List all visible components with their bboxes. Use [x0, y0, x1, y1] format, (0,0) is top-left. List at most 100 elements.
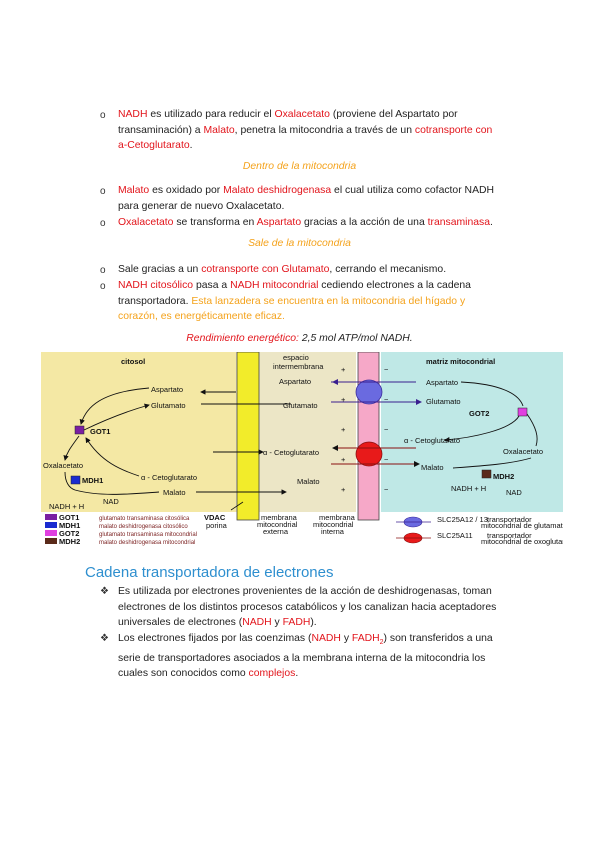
svg-text:−: − [384, 365, 389, 374]
ceto-right: α - Cetoglutarato [404, 436, 460, 445]
arrow-got2-oxal [526, 413, 538, 447]
aspartato-right: Aspartato [426, 378, 458, 387]
section-dentro: Dentro de la mitocondria [242, 161, 357, 172]
arrow-asp-got2 [460, 381, 524, 407]
ceto-mid: α - Cetoglutarato [263, 448, 319, 457]
term-nadh-mitocondrial: NADH mitocondrial [230, 280, 319, 291]
para-oxalacetato: Oxalacetato se transforma en Aspartato g… [118, 215, 493, 231]
text: se transforma en [173, 217, 257, 228]
legend-swatch-mdh1 [45, 522, 57, 528]
term-cotransporte-glutamato: cotransporte con Glutamato [201, 264, 330, 275]
text: , cerrando el mecanismo. [329, 264, 447, 275]
legend-desc-mdh1: malato deshidrogenasa citosólico [99, 524, 188, 530]
mdh1-box [70, 475, 81, 485]
glutamato-left: Glutamato [151, 401, 186, 410]
text: Los electrones fijados por las coenzimas… [118, 633, 312, 644]
got2-label: GOT2 [469, 409, 489, 418]
term-cotransporte: cotransporte con [414, 124, 493, 136]
text: Sale gracias a un [118, 264, 202, 275]
para-nadh-reduce: NADH es utilizado para reducir el Oxalac… [118, 107, 492, 154]
text: . [295, 668, 299, 680]
term-nadh: NADH [311, 633, 341, 644]
legend-slc2-desc1: transportador [487, 531, 532, 540]
para-nadh-citosolico: NADH citosólico pasa a NADH mitocondrial… [118, 278, 471, 325]
bullet-4: o [100, 265, 106, 276]
highlight-lanzadera: Esta lanzadera se encuentra en la mitoco… [191, 295, 466, 307]
malato-mid: Malato [297, 477, 320, 486]
legend-desc-got1: glutamato transaminasa citosólica [99, 516, 190, 522]
term-transaminasa: transaminasa [427, 217, 490, 228]
term-nadh: NADH [118, 109, 148, 120]
arrow-asp-got1 [79, 387, 150, 425]
diamond-bullet-1: ❖ [100, 586, 109, 597]
diamond-bullet-2: ❖ [100, 633, 109, 644]
text: es utilizado para reducir el [147, 109, 275, 120]
malato-left: Malato [163, 488, 186, 497]
term-malato: Malato [203, 124, 235, 136]
text: cuales son conocidos como [118, 668, 249, 680]
arrow-got1-glu [83, 403, 150, 431]
nadh-left: NADH + H [49, 502, 84, 511]
arrow-got2-ceto [444, 415, 520, 443]
legend-slc1-desc1: transportador [487, 515, 532, 524]
text: universales de electrones ( [118, 617, 243, 628]
slc25a11-transporter [355, 441, 383, 467]
arrow-ceto-got1 [85, 437, 140, 477]
text: y [271, 617, 283, 628]
espacio-title-2: intermembrana [273, 362, 324, 371]
legend-slc1-code: SLC25A12 / 13 [437, 515, 488, 524]
ceto-left: α - Cetoglutarato [141, 473, 197, 482]
text: , penetra la mitocondria a través de un [234, 124, 415, 136]
aspartato-mid: Aspartato [279, 377, 311, 386]
bullet-5: o [100, 281, 106, 292]
legend-desc-got2: glutamato transaminasa mitocondrial [99, 532, 197, 538]
text: el cual utiliza como cofactor NADH [331, 185, 495, 196]
term-malato-deshidrogenasa: Malato deshidrogenasa [223, 185, 332, 196]
legend-code-got2: GOT2 [59, 529, 79, 538]
legend-swatch-got2 [45, 530, 57, 536]
para-cadena-utilizada: Es utilizada por electrones provenientes… [118, 584, 496, 631]
mem-ext-3: externa [263, 527, 289, 536]
oxalacetato-right: Oxalacetato [503, 447, 543, 456]
charge-signs: +++++ −−−−− [341, 365, 389, 494]
legend-swatch-got1 [45, 514, 57, 520]
text: cediendo electrones a la cadena [318, 280, 471, 291]
rendimiento-line: Rendimiento energético: 2,5 mol ATP/mol … [0, 331, 599, 347]
term-malato: Malato [118, 185, 150, 196]
para-electrones-fijados: Los electrones fijados por las coenzimas… [118, 631, 493, 682]
got2-box [517, 407, 528, 417]
term-fadh2: FADH2 [351, 633, 384, 647]
highlight-corazon: corazón, es energéticamente eficaz. [118, 311, 285, 322]
enzyme-legend: GOT1 glutamato transaminasa citosólica M… [45, 513, 197, 546]
malato-right: Malato [421, 463, 444, 472]
term-nadh-citosolico: NADH citosólico [118, 280, 194, 291]
text: gracias a la acción de una [301, 217, 428, 228]
glutamato-right: Glutamato [426, 397, 461, 406]
text: transaminación) a [118, 124, 204, 136]
legend-desc-mdh2: malato deshidrogenasa mitocondrial [99, 540, 195, 546]
fadh-text: FADH [351, 633, 380, 644]
arrow-malato-oxal [452, 457, 532, 469]
nad-left: NAD [103, 497, 119, 506]
transporter-legend: SLC25A12 / 13 transportador mitocondrial… [396, 515, 563, 546]
svg-text:+: + [341, 425, 346, 434]
vdac-label: VDAC [204, 513, 226, 522]
aspartato-left: Aspartato [151, 385, 183, 394]
nadh-right: NADH + H [451, 484, 486, 493]
term-fadh: FADH [282, 617, 311, 628]
term-cetoglutarato: a-Cetoglutarato [118, 140, 190, 151]
glutamato-mid: Glutamato [283, 401, 318, 410]
citosol-title: citosol [121, 357, 145, 366]
fadh-subscript: 2 [379, 639, 384, 647]
svg-text:+: + [341, 485, 346, 494]
espacio-title-1: espacio [283, 353, 309, 362]
text: ). [310, 617, 317, 628]
para-malato-oxidado: Malato es oxidado por Malato deshidrogen… [118, 183, 494, 214]
legend-code-got1: GOT1 [59, 513, 79, 522]
section-heading-cadena: Cadena transportadora de electrones [85, 564, 334, 581]
svg-text:+: + [341, 395, 346, 404]
inner-membrane [357, 352, 380, 521]
matriz-title: matriz mitocondrial [426, 357, 495, 366]
text: ) son transferidos a una [383, 633, 493, 644]
nad-right: NAD [506, 488, 522, 497]
